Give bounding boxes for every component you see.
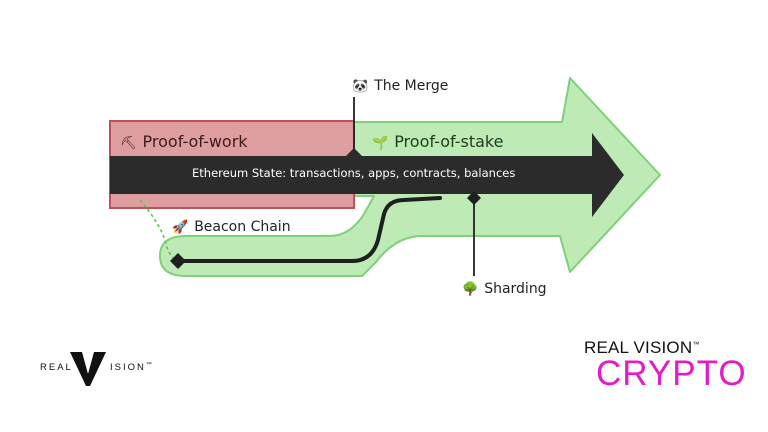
sharding-label: 🌳Sharding: [462, 281, 547, 297]
pickaxe-icon: ⛏: [120, 136, 137, 151]
v-logo-icon: [70, 352, 106, 386]
rocket-icon: 🚀: [172, 220, 189, 235]
tree-icon: 🌳: [462, 282, 479, 297]
real-vision-logo-left: REAL ISION™: [40, 352, 152, 388]
beacon-chain-line: [176, 196, 442, 263]
merge-diamond: [346, 148, 362, 164]
panda-icon: 🐼: [352, 79, 369, 94]
beacon-diamond: [170, 253, 186, 269]
proof-of-stake-label: 🌱Proof-of-stake: [372, 132, 504, 151]
seedling-icon: 🌱: [372, 136, 389, 151]
proof-of-work-label: ⛏Proof-of-work: [120, 132, 248, 151]
real-vision-crypto-logo: REAL VISION™ CRYPTO: [584, 338, 747, 394]
ethereum-state-label: Ethereum State: transactions, apps, cont…: [192, 166, 516, 180]
logo-top-text: REAL VISION™: [584, 338, 700, 357]
logo-left-text: REAL: [40, 362, 73, 373]
logo-crypto-text: CRYPTO: [596, 354, 747, 393]
logo-right-text: ISION™: [110, 362, 154, 374]
sharding-diamond: [467, 191, 481, 205]
ethereum-state-arrow: [110, 133, 624, 217]
the-merge-label: 🐼The Merge: [352, 78, 449, 94]
beacon-chain-label: 🚀Beacon Chain: [172, 219, 291, 235]
